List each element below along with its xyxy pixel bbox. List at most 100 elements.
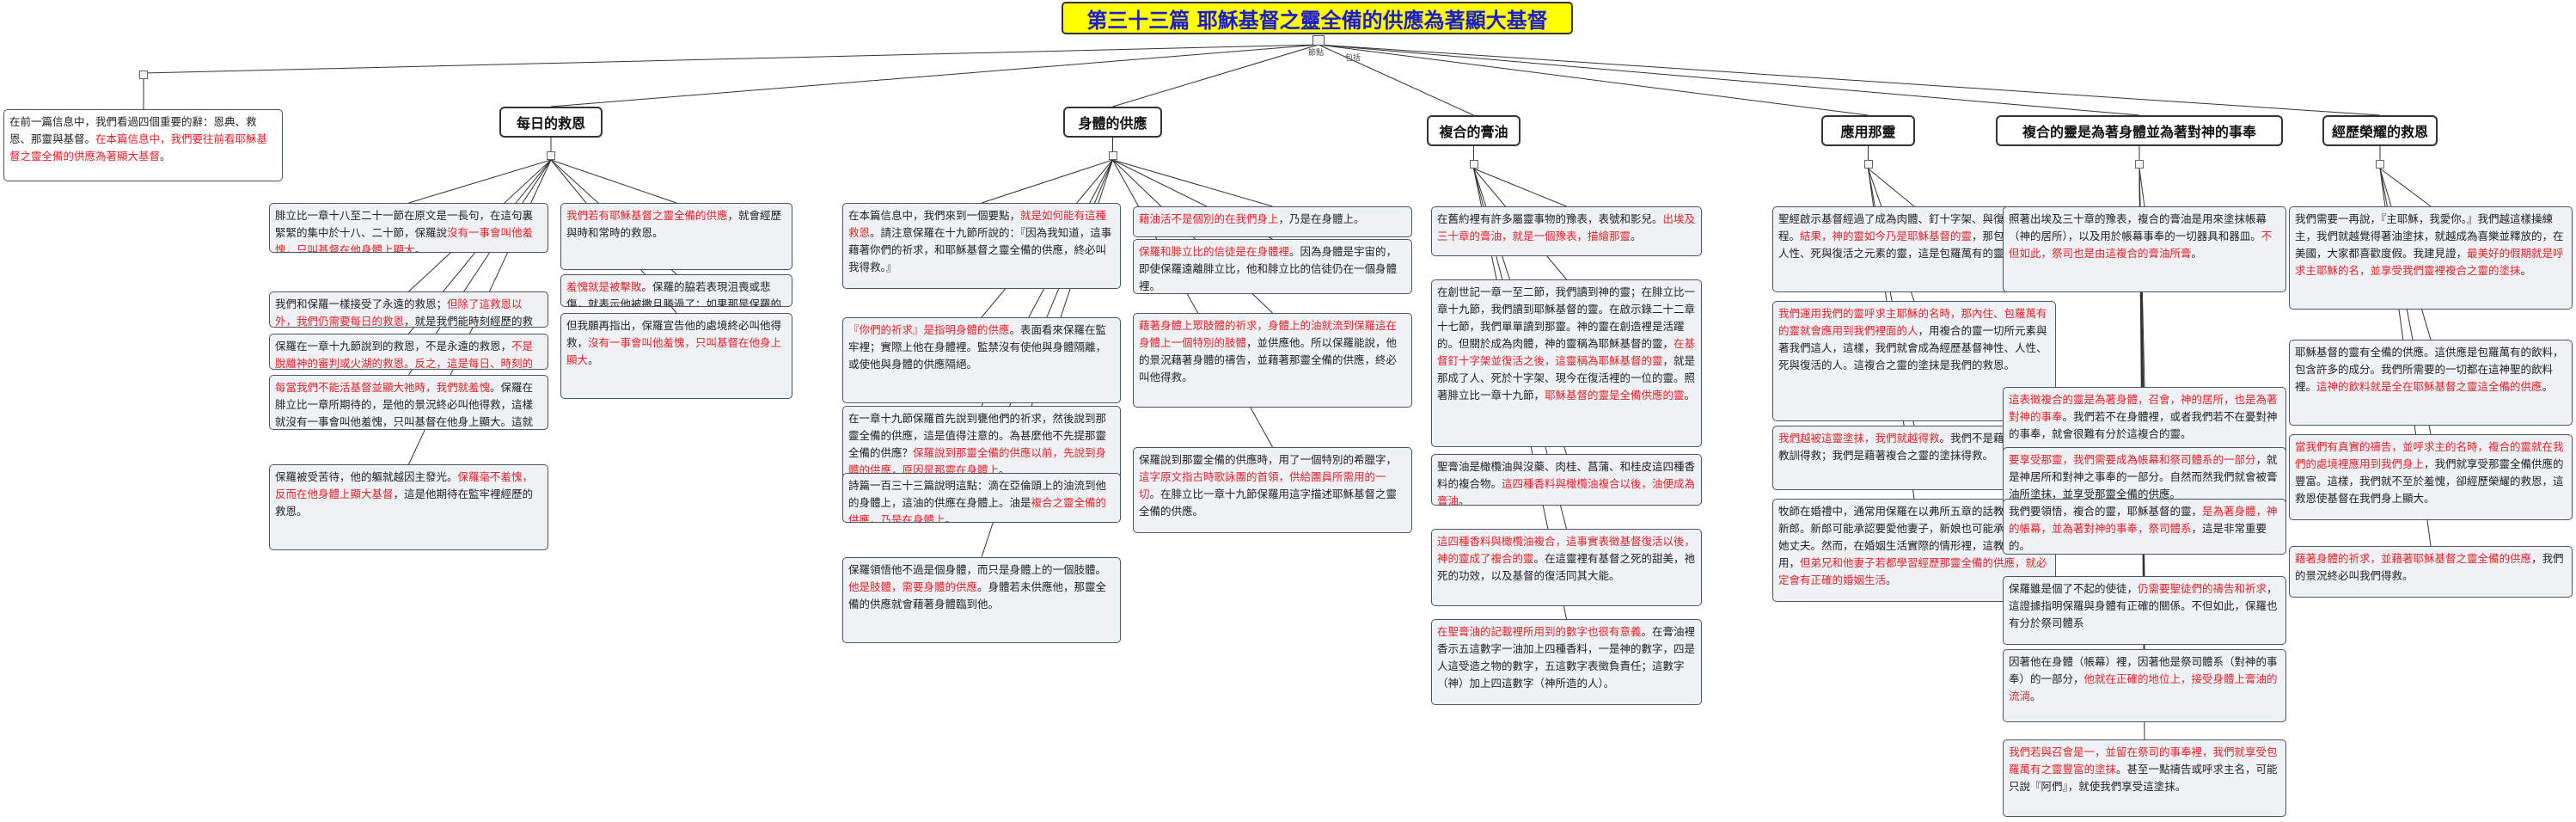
- topic-node[interactable]: 經歷榮耀的救恩: [2322, 115, 2438, 146]
- topic-note[interactable]: 照著出埃及三十章的豫表，複合的膏油是用來塗抹帳幕（神的居所），以及用於帳幕事奉的…: [2003, 206, 2286, 292]
- topic-hub-marker: [1863, 160, 1873, 169]
- topic-node[interactable]: 身體的供應: [1063, 107, 1162, 138]
- connector-line: [550, 44, 1319, 107]
- note-text-segment: 出埃及三十章的膏油，就是一個豫表，描繪那靈: [1437, 212, 1696, 242]
- note-text-segment: 因著他在身體（帳幕）裡，因著他是祭司體系（對神的事奉）的一部分，: [2009, 655, 2278, 685]
- note-text-segment: 保羅在一章十九節說到的救恩，不是永遠的救恩，: [275, 340, 512, 353]
- note-text-segment: 聖經啟示基督經過了成為肉體、釘十字架、與復活的過程。: [1778, 212, 2037, 242]
- connector-line: [550, 159, 677, 204]
- note-text-segment: 。身體若未供應他，那靈全備的供應就會藉著身體臨到他。: [848, 580, 1107, 610]
- note-text-segment: 沒有一事會叫他羞愧，只叫基督在他身上顯大: [566, 336, 782, 366]
- note-text-segment: 腓立比一章十八至二十一節在原文是一長句，在這句裏緊緊的集中於十八、二十節，保羅說: [275, 209, 534, 239]
- note-text-segment: 在本篇信息中，我們來到一個要點，: [848, 209, 1021, 222]
- topic-note[interactable]: 保羅被受苦待，他的軀就越因主發光。保羅毫不羞愧，反而在他身體上顯大基督，這是他期…: [269, 464, 548, 550]
- topic-note[interactable]: 羞愧就是被擊敗。保羅的脇若表現沮喪或悲傷，就表示他被撒旦勝過了；如果那是保羅的光…: [560, 274, 792, 307]
- topic-note[interactable]: 因著他在身體（帳幕）裡，因著他是祭司體系（對神的事奉）的一部分，他就在正確的地位…: [2003, 649, 2286, 722]
- note-text-segment: 我們若有耶穌基督之靈全備的供應: [566, 209, 728, 222]
- topic-note[interactable]: 我們需要一再說，『主耶穌，我愛你。』我們越這樣操練主，我們就越覺得著油塗抹，就越…: [2289, 206, 2573, 310]
- topic-note[interactable]: 保羅領悟他不過是個身體，而只是身體上的一個肢體。他是肢體，需要身體的供應。身體若…: [842, 557, 1121, 643]
- note-text-segment: ，就是我們能時刻經歷的救恩。: [404, 315, 534, 328]
- topic-note[interactable]: 每當我們不能活基督並顯大祂時，我們就羞愧。保羅在腓立比一章所期待的，是他的景況終…: [269, 375, 548, 430]
- note-text-segment: 藉著身體的祈求，並藉著耶穌基督之靈全備的供應: [2295, 552, 2532, 565]
- topic-note[interactable]: 『你們的祈求』是指明身體的供應。表面看來保羅在監牢裡；實際上他在身體裡。監禁沒有…: [842, 317, 1121, 403]
- topic-hub-marker: [547, 151, 555, 160]
- note-text-segment: 。請注意保羅在十九節所說的：『因為我知道，這事藉著你們的祈求，和耶穌基督之靈全備…: [848, 226, 1112, 273]
- note-text-segment: 保羅被受苦待，他的軀就越因主發光。: [275, 470, 458, 483]
- note-text-segment: ，這是他期待在監牢裡經歷的救恩。: [275, 488, 534, 518]
- note-text-segment: 不是脫離神的審判或火湖的救恩。反之，這是每日、時刻的救恩: [275, 340, 534, 370]
- intro-note[interactable]: 在前一篇信息中，我們看過四個重要的辭：恩典、救恩、那靈與基督。在本篇信息中，我們…: [3, 109, 283, 181]
- note-text-segment: 。: [588, 353, 599, 366]
- connector-line: [2379, 168, 2432, 207]
- note-text-segment: 這四種香料與橄欖油複合以後，油便成為膏油: [1437, 477, 1696, 506]
- topic-note[interactable]: 藉油活不是個別的在我們身上，乃是在身體上。: [1133, 206, 1412, 237]
- topic-note[interactable]: 在本篇信息中，我們來到一個要點，就是如何能有這種救恩。請注意保羅在十九節所說的：…: [842, 203, 1121, 289]
- topic-node[interactable]: 每日的救恩: [499, 107, 603, 138]
- topic-note[interactable]: 耶穌基督的靈有全備的供應。這供應是包羅萬有的飲料，包含許多的成分。我們所需要的一…: [2289, 340, 2573, 426]
- topic-note[interactable]: 我們和保羅一樣接受了永遠的救恩；但除了這救恩以外，我們仍需要每日的救恩，就是我們…: [269, 291, 548, 328]
- topic-node[interactable]: 複合的膏油: [1427, 115, 1521, 146]
- note-text-segment: 當我們有真實的禱告，並呼求主的名時，複合的靈就在我們的處境裡應用到我們身上: [2295, 440, 2564, 470]
- note-text-segment: 保羅毫不羞愧，反而在他身體上顯大基督: [275, 470, 534, 500]
- topic-note[interactable]: 在聖膏油的記載裡所用到的數字也很有意義。在膏油裡香示五這數字一油加上四種香料，一…: [1431, 619, 1702, 705]
- note-text-segment: 保羅雖是個了不起的使徒，: [2009, 582, 2139, 595]
- note-text-segment: 每當我們不能活基督並顯大祂時，我們就羞愧: [275, 381, 491, 394]
- note-text-segment: 牧師在婚禮中，通常用保羅在以弗所五章的話教導新婚和新郎。新郎可能承認要愛他妻子，…: [1778, 505, 2047, 569]
- root-topic-title[interactable]: 第三十三篇 耶穌基督之靈全備的供應為著顯大基督: [1062, 2, 1573, 34]
- note-text-segment: 在舊約裡有許多屬靈事物的豫表，表號和影兒。: [1437, 212, 1663, 225]
- topic-note[interactable]: 保羅雖是個了不起的使徒，仍需要聖徒們的禱告和祈求，這證據指明保羅與身體有正確的關…: [2003, 576, 2286, 645]
- note-text-segment: 不但如此，祭司也是由這複合的膏油所膏: [2009, 230, 2273, 260]
- topic-note[interactable]: 我們要領悟，複合的靈，耶穌基督的靈，是為著身體，神的帳幕，並為著對神的事奉，祭司…: [2003, 499, 2286, 555]
- note-text-segment: 我們運用我們的靈呼求主耶穌的名時，那內住、包羅萬有的靈就會應用到我們裡面的人: [1778, 307, 2047, 337]
- topic-note[interactable]: 保羅和腓立比的信徒是在身體裡。因為身體是宇宙的，即使保羅遠離腓立比，他和腓立比的…: [1133, 239, 1412, 294]
- note-text-segment: 這神的飲料就是全在耶穌基督之靈這全備的供應: [2316, 380, 2542, 393]
- note-text-segment: 。保羅的脇若表現沮喪或悲傷，就表示他被撒旦勝過了；如果那是保羅的光景，他就會羞愧…: [566, 280, 782, 307]
- topic-note[interactable]: 這表徵複合的靈是為著身體，召會，神的居所，也是為著對神的事奉。我們若不在身體裡，…: [2003, 387, 2286, 456]
- note-text-segment: 但弟兄和他妻子若都學習經歷那靈全備的供應，就必定會有正確的婚姻生活: [1778, 556, 2047, 586]
- note-text-segment: 這表徵複合的靈是為著身體，召會，神的居所，也是為著對神的事奉: [2009, 393, 2278, 423]
- note-text-segment: 沒有一事會叫他羞愧，只叫基督在他身體上顯大: [275, 226, 534, 253]
- note-text-segment: 就是如何能有這種救恩: [848, 209, 1107, 239]
- topic-note[interactable]: 在創世記一章一至二節，我們讀到神的靈；在腓立比一章十九節，我們讀到耶穌基督的靈。…: [1431, 279, 1702, 447]
- note-text-segment: 。甚至一點禱告或呼求主名，可能只說『阿們』，就使我們享受這塗抹。: [2009, 763, 2278, 793]
- topic-note[interactable]: 我們運用我們的靈呼求主耶穌的名時，那內住、包羅萬有的靈就會應用到我們裡面的人，用…: [1772, 301, 2056, 421]
- note-text-segment: 他就在正確的地位上，接受身體上膏油的流淌: [2009, 672, 2278, 702]
- note-text-segment: 。: [160, 150, 171, 163]
- topic-note[interactable]: 我們若與召會是一，並留在祭司的事奉裡，我們就享受包羅萬有之靈豐富的塗抹。甚至一點…: [2003, 739, 2286, 817]
- note-text-segment: 耶穌基督的靈有全備的供應。這供應是包羅萬有的飲料，包含許多的成分。我們所需要的一…: [2295, 346, 2564, 393]
- note-text-segment: 。表面看來保羅在監牢裡；實際上他在身體裡。監禁沒有使他與身體隔離，或使他與身體的…: [848, 323, 1107, 371]
- note-text-segment: 保羅領悟他不過是個身體，而只是身體上的一個肢體。: [848, 563, 1107, 576]
- note-text-segment: 保羅和腓立比的信徒是在身體裡: [1139, 245, 1290, 258]
- connector-line: [1112, 159, 1273, 207]
- note-text-segment: 藉油活不是個別的在我們身上: [1139, 212, 1279, 225]
- connector-line: [1473, 168, 1567, 207]
- note-text-segment: 羞愧就是被擊敗: [566, 280, 642, 293]
- note-text-segment: 。在這靈裡有基督之死的甜美，祂死的功效，以及基督的復活同其大能。: [1437, 552, 1696, 582]
- note-text-segment: ，就會經歷與時和常時的救恩。: [566, 209, 782, 239]
- topic-node[interactable]: 應用那靈: [1821, 115, 1915, 146]
- topic-hub-marker: [1469, 160, 1478, 169]
- note-text-segment: 仍需要聖徒們的禱告和祈求: [2138, 582, 2267, 595]
- note-text-segment: 但我願再指出，保羅宣告他的處境終必叫他得救，: [566, 319, 782, 349]
- topic-node[interactable]: 複合的靈是為著身體並為著對神的事奉: [1996, 115, 2283, 146]
- connector-line: [1318, 44, 1474, 116]
- topic-note[interactable]: 當我們有真實的禱告，並呼求主的名時，複合的靈就在我們的處境裡應用到我們身上，我們…: [2289, 434, 2573, 520]
- topic-note[interactable]: 這四種香料與橄欖油複合，這事實表徵基督復活以後，神的靈成了複合的靈。在這靈裡有基…: [1431, 529, 1702, 606]
- topic-note[interactable]: 保羅在一章十九節說到的救恩，不是永遠的救恩，不是脫離神的審判或火湖的救恩。反之，…: [269, 334, 548, 370]
- topic-note[interactable]: 腓立比一章十八至二十一節在原文是一長句，在這句裏緊緊的集中於十八、二十節，保羅說…: [269, 203, 548, 253]
- note-text-segment: 我們要領悟，複合的靈，耶穌基督的靈，: [2009, 505, 2203, 518]
- note-text-segment: 照著出埃及三十章的豫表，複合的膏油是用來塗抹帳幕（神的居所），以及用於帳幕事奉的…: [2009, 212, 2267, 242]
- topic-note[interactable]: 但我願再指出，保羅宣告他的處境終必叫他得救，沒有一事會叫他羞愧，只叫基督在他身上…: [560, 313, 792, 399]
- note-text-segment: 。在腓立比一章十九節保羅用這字描述耶穌基督之靈全備的供應。: [1139, 488, 1398, 518]
- topic-note[interactable]: 藉著身體上眾肢體的祈求，身體上的油就流到保羅這在身體上一個特別的肢體，並供應他。…: [1133, 313, 1412, 408]
- root-hub-label: 節點: [1308, 49, 1325, 58]
- note-text-segment: 。: [1684, 389, 1696, 402]
- note-text-segment: 保羅說到那靈全備的供應時，用了一個特別的希臘字，: [1139, 453, 1398, 466]
- topic-note[interactable]: 聖膏油是橄欖油與沒藥、肉桂、菖蒲、和桂皮這四種香料的複合物。這四種香料與橄欖油複…: [1431, 454, 1702, 506]
- topic-note[interactable]: 藉著身體的祈求，並藉著耶穌基督之靈全備的供應，我們的景況終必叫我們得救。: [2289, 546, 2573, 598]
- topic-note[interactable]: 在舊約裡有許多屬靈事物的豫表，表號和影兒。出埃及三十章的膏油，就是一個豫表，描繪…: [1431, 206, 1702, 256]
- note-text-segment: 。在膏油裡香示五這數字一油加上四種香料，一是神的數字，四是人這受造之物的數字，五…: [1437, 625, 1696, 690]
- topic-note[interactable]: 詩篇一百三十三篇說明這點：滴在亞倫頭上的油流到他的身體上，這油的供應在身體上。油…: [842, 473, 1121, 523]
- topic-note[interactable]: 我們若有耶穌基督之靈全備的供應，就會經歷與時和常時的救恩。: [560, 203, 792, 270]
- topic-note[interactable]: 保羅說到那靈全備的供應時，用了一個特別的希臘字，這字原文指古時歌詠團的首領，供給…: [1133, 447, 1412, 533]
